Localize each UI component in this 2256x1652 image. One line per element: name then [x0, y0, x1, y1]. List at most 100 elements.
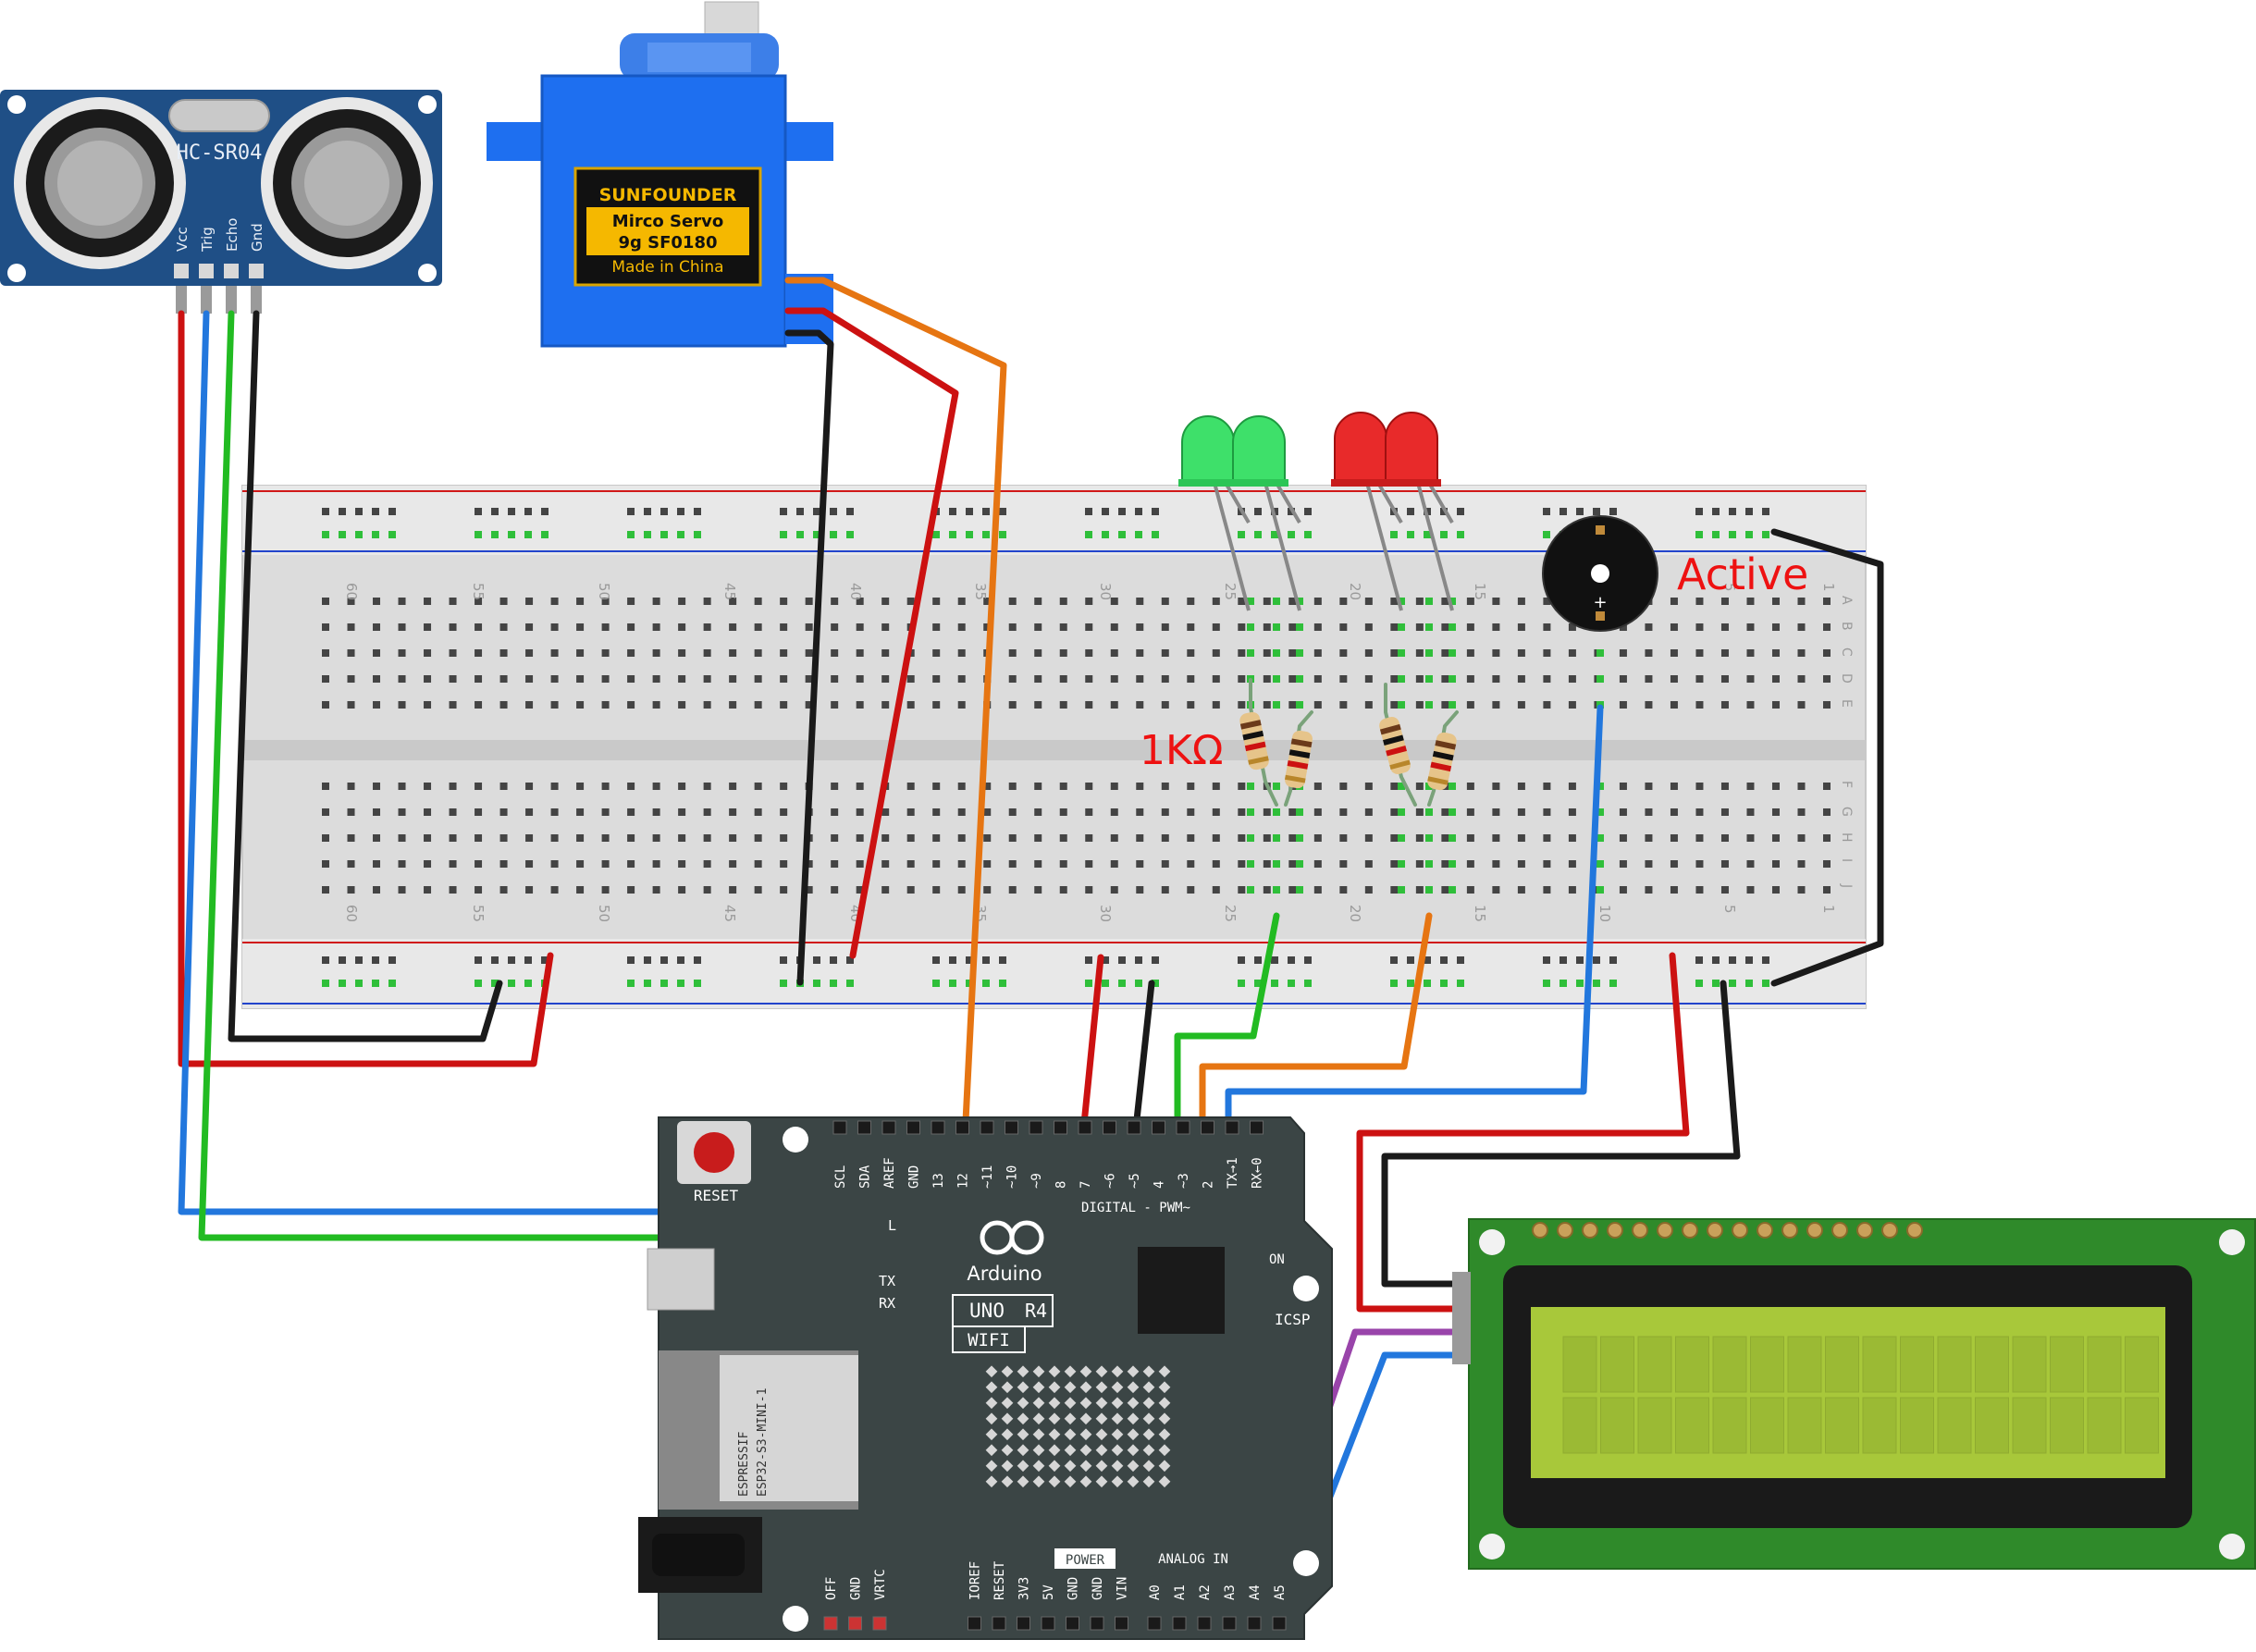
digital-pin[interactable] [1029, 1120, 1043, 1135]
digital-pin[interactable] [1078, 1120, 1092, 1135]
digital-pin[interactable] [881, 1120, 896, 1135]
power-pin[interactable] [823, 1616, 838, 1631]
analog-pin[interactable] [1172, 1616, 1187, 1631]
breadboard-hole [576, 598, 585, 605]
analog-pin[interactable] [1272, 1616, 1287, 1631]
digital-pin[interactable] [1201, 1120, 1214, 1135]
power-pin[interactable] [1115, 1616, 1128, 1631]
rail-hole [1457, 980, 1464, 987]
lcd-character-grid [1562, 1336, 2159, 1454]
matrix-led [1032, 1444, 1045, 1457]
matrix-led [1017, 1475, 1029, 1488]
on-label: ON [1269, 1252, 1285, 1267]
breadboard-hole [1263, 886, 1271, 894]
breadboard-hole [627, 808, 635, 816]
lcd-char-cell [1900, 1336, 1934, 1393]
rail-hole [1085, 956, 1092, 964]
lcd-char-cell [1825, 1336, 1859, 1393]
breadboard-hole-active [1247, 886, 1254, 894]
breadboard-hole [932, 886, 941, 894]
breadboard-hole [1238, 808, 1246, 816]
breadboard-hole-active [1425, 598, 1433, 605]
breadboard-hole [1161, 675, 1169, 683]
power-pin[interactable] [1041, 1616, 1055, 1631]
digital-pin[interactable] [1127, 1120, 1141, 1135]
breadboard-hole [1441, 623, 1449, 631]
breadboard-hole [550, 649, 559, 657]
digital-pin[interactable] [980, 1120, 994, 1135]
digital-pin[interactable] [1225, 1120, 1239, 1135]
digital-pin[interactable] [955, 1120, 969, 1135]
breadboard-hole [1187, 675, 1195, 683]
power-pin[interactable] [968, 1616, 981, 1631]
rail-hole [1085, 980, 1092, 987]
reset-button[interactable] [677, 1121, 751, 1184]
power-pin[interactable] [872, 1616, 887, 1631]
breadboard-hole [1619, 808, 1627, 816]
breadboard-hole [856, 598, 864, 605]
breadboard-hole-active [1425, 783, 1433, 790]
led-red-2 [1382, 412, 1454, 611]
rail-hole [813, 980, 820, 987]
rail-hole [1559, 956, 1567, 964]
matrix-led [1064, 1381, 1077, 1394]
rail-hole [508, 508, 515, 515]
digital-pin[interactable] [1152, 1120, 1165, 1135]
breadboard-hole [627, 886, 635, 894]
digital-pin[interactable] [906, 1120, 920, 1135]
breadboard-hole [1161, 701, 1169, 709]
matrix-led [1095, 1444, 1108, 1457]
breadboard-row-label: C [1839, 647, 1854, 657]
digital-pin[interactable] [1176, 1120, 1190, 1135]
digital-pin-label: ~11 [980, 1165, 995, 1189]
breadboard-hole-active [1596, 783, 1604, 790]
breadboard-hole [1187, 808, 1195, 816]
digital-pin[interactable] [1054, 1120, 1067, 1135]
rail-hole [780, 956, 787, 964]
breadboard-hole [856, 701, 864, 709]
breadboard-hole [1771, 886, 1780, 894]
breadboard-hole [347, 886, 355, 894]
matrix-led [985, 1444, 998, 1457]
breadboard-hole [1364, 598, 1373, 605]
breadboard-hole [678, 808, 686, 816]
rail-hole [1745, 531, 1753, 538]
breadboard-hole [1212, 675, 1220, 683]
resistors [1239, 678, 1459, 807]
matrix-led [1111, 1412, 1124, 1425]
digital-pin[interactable] [1250, 1120, 1264, 1135]
breadboard-hole [678, 886, 686, 894]
breadboard-hole [1415, 783, 1424, 790]
digital-pin-label: SCL [833, 1165, 848, 1189]
rail-hole [644, 508, 651, 515]
digital-pin[interactable] [832, 1120, 847, 1135]
digital-pin[interactable] [857, 1120, 871, 1135]
rail-hole [1238, 980, 1245, 987]
digital-pin-label: 13 [931, 1173, 946, 1189]
breadboard-hole [906, 860, 915, 868]
power-pin[interactable] [1066, 1616, 1079, 1631]
digital-pin-label: 12 [956, 1173, 971, 1189]
digital-pin[interactable] [1103, 1120, 1116, 1135]
breadboard-hole [652, 860, 660, 868]
analog-pin[interactable] [1222, 1616, 1237, 1631]
breadboard-hole [754, 623, 762, 631]
analog-pin[interactable] [1247, 1616, 1262, 1631]
breadboard-hole [703, 834, 711, 842]
digital-pin[interactable] [931, 1120, 945, 1135]
breadboard-hole [1797, 623, 1806, 631]
rail-hole [1457, 508, 1464, 515]
power-pin[interactable] [992, 1616, 1006, 1631]
digital-pin[interactable] [1005, 1120, 1018, 1135]
breadboard-hole [1238, 675, 1246, 683]
breadboard-hole [1187, 886, 1195, 894]
analog-pin[interactable] [1147, 1616, 1162, 1631]
breadboard-hole-active [1449, 598, 1456, 605]
power-pin[interactable] [1090, 1616, 1104, 1631]
breadboard-hole [347, 701, 355, 709]
power-pin[interactable] [1017, 1616, 1030, 1631]
power-pin[interactable] [848, 1616, 862, 1631]
tx-label: TX [879, 1273, 895, 1289]
analog-pin[interactable] [1197, 1616, 1212, 1631]
